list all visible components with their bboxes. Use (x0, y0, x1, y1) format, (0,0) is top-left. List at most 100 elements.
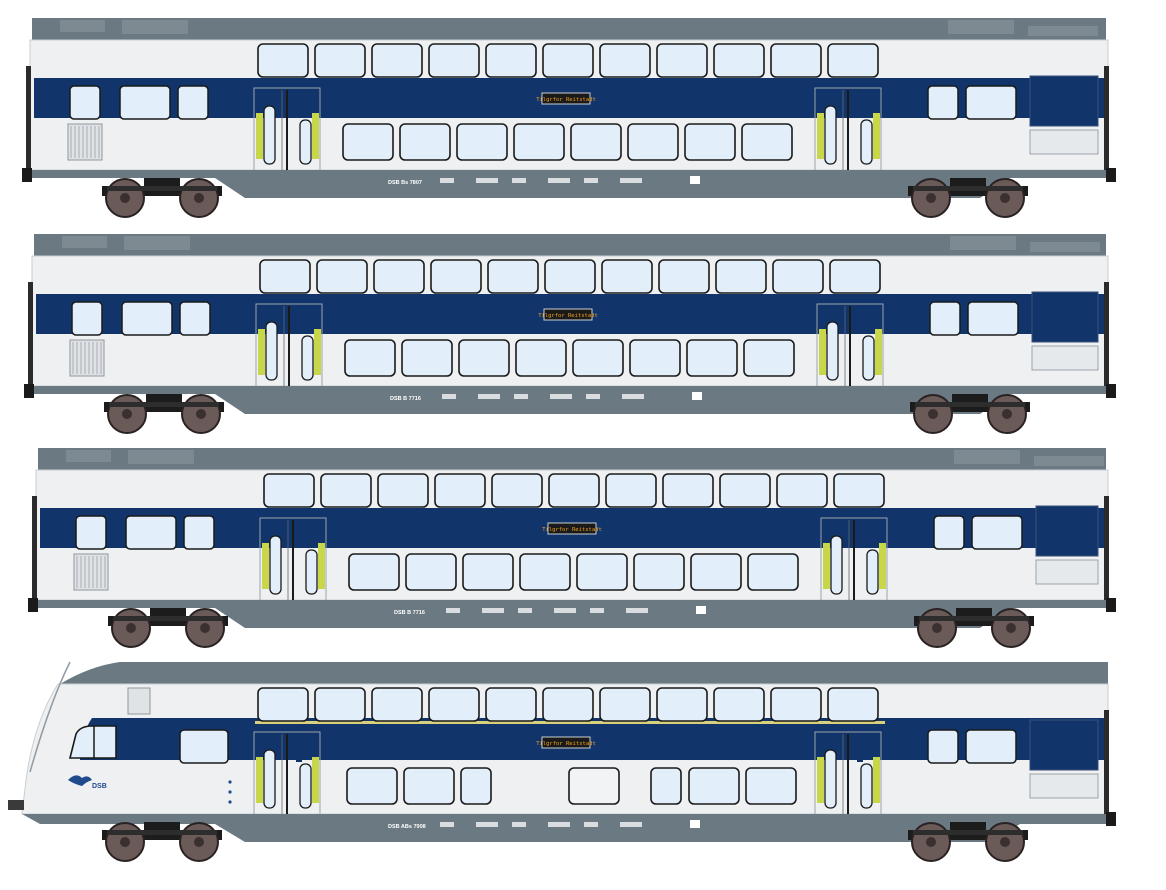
wheel-hub (1006, 623, 1016, 633)
spec-decal (590, 608, 604, 613)
upper-deck-window (542, 687, 594, 722)
upper-deck-window (485, 687, 537, 722)
marker-lamp (228, 800, 232, 804)
door-window (824, 749, 837, 809)
upper-deck-window (656, 687, 708, 722)
lower-deck-window (684, 123, 736, 161)
upper-deck-window (770, 687, 822, 722)
door-accent (819, 329, 826, 375)
coupler-hook (24, 387, 34, 397)
spec-decal (478, 394, 500, 399)
door-button (296, 110, 302, 118)
door-window (866, 549, 879, 595)
lower-deck-window (460, 767, 492, 805)
end-window (75, 515, 107, 550)
upper-deck-window (772, 259, 824, 294)
end-window (927, 729, 959, 764)
end-window (179, 729, 229, 764)
bogie-bolster (950, 822, 986, 830)
undercarriage (32, 386, 1108, 414)
door-button (302, 540, 308, 548)
end-panel-lower (1031, 345, 1099, 371)
lower-deck-window (745, 767, 797, 805)
buffer-right (1106, 812, 1116, 826)
lower-deck-window (462, 553, 514, 591)
upper-deck-window (491, 473, 543, 508)
roof-vent (1030, 242, 1100, 252)
spec-decal (690, 820, 700, 828)
upper-deck-window (656, 43, 708, 78)
spec-decal (548, 178, 570, 183)
end-window (121, 301, 173, 336)
roof-vent (1034, 456, 1104, 466)
lower-deck-window (519, 553, 571, 591)
wheel-hub (1000, 837, 1010, 847)
upper-deck-window (430, 259, 482, 294)
lower-deck-window (401, 339, 453, 377)
marker-lamp (228, 790, 232, 794)
upper-deck-window (257, 687, 309, 722)
upper-deck-window (487, 259, 539, 294)
spec-decal (446, 608, 460, 613)
lower-deck-window (346, 767, 398, 805)
wheel-hub (120, 837, 130, 847)
lower-deck-window (686, 339, 738, 377)
buffer-right (1106, 384, 1116, 398)
door-window (824, 105, 837, 165)
wheel-hub (194, 193, 204, 203)
upper-deck-window (719, 473, 771, 508)
bogie-spring (913, 830, 1023, 835)
upper-deck-window (599, 43, 651, 78)
roof-vent (60, 20, 105, 32)
bogie-spring (109, 402, 219, 407)
end-panel (1031, 291, 1099, 343)
lower-deck-window (458, 339, 510, 377)
luggage-hatch (568, 767, 620, 805)
upper-deck-window (259, 259, 311, 294)
lower-deck-window (344, 339, 396, 377)
wheel-hub (926, 193, 936, 203)
roof-vent (122, 20, 188, 34)
wheel-hub (1002, 409, 1012, 419)
door-accent (875, 329, 882, 375)
spec-decal (548, 822, 570, 827)
end-window (179, 301, 211, 336)
coach-end-right (1104, 710, 1109, 820)
wheel-hub (1000, 193, 1010, 203)
end-window (933, 515, 965, 550)
door-accent (823, 543, 830, 589)
spec-decal (550, 394, 572, 399)
end-window (967, 301, 1019, 336)
bogie-bolster (956, 608, 992, 616)
wheel-hub (200, 623, 210, 633)
roof-vent (948, 20, 1014, 34)
lower-deck-window (456, 123, 508, 161)
wheel-hub (196, 409, 206, 419)
door-window (305, 549, 318, 595)
marker-lamp (228, 780, 232, 784)
destination-display (541, 92, 591, 105)
door-accent (873, 757, 880, 803)
roof-vent (954, 450, 1020, 464)
spec-decal (512, 178, 526, 183)
upper-deck-window (776, 473, 828, 508)
lower-deck-window (747, 553, 799, 591)
door-accent (256, 113, 263, 159)
roof-vent (124, 236, 190, 250)
door-button (857, 754, 863, 762)
upper-deck-window (371, 43, 423, 78)
end-window (125, 515, 177, 550)
coach-end-left (32, 496, 37, 606)
door-window (826, 321, 839, 381)
spec-decal (554, 608, 576, 613)
door-window (299, 119, 312, 165)
registration-label: DSB Bs 7807 (388, 180, 422, 186)
door-accent (318, 543, 325, 589)
bogie-bolster (144, 822, 180, 830)
coach-end-left (28, 282, 33, 392)
registration-label: DSB B 7716 (390, 396, 421, 402)
upper-deck-window (320, 473, 372, 508)
door-accent (312, 113, 319, 159)
door-button (298, 326, 304, 334)
